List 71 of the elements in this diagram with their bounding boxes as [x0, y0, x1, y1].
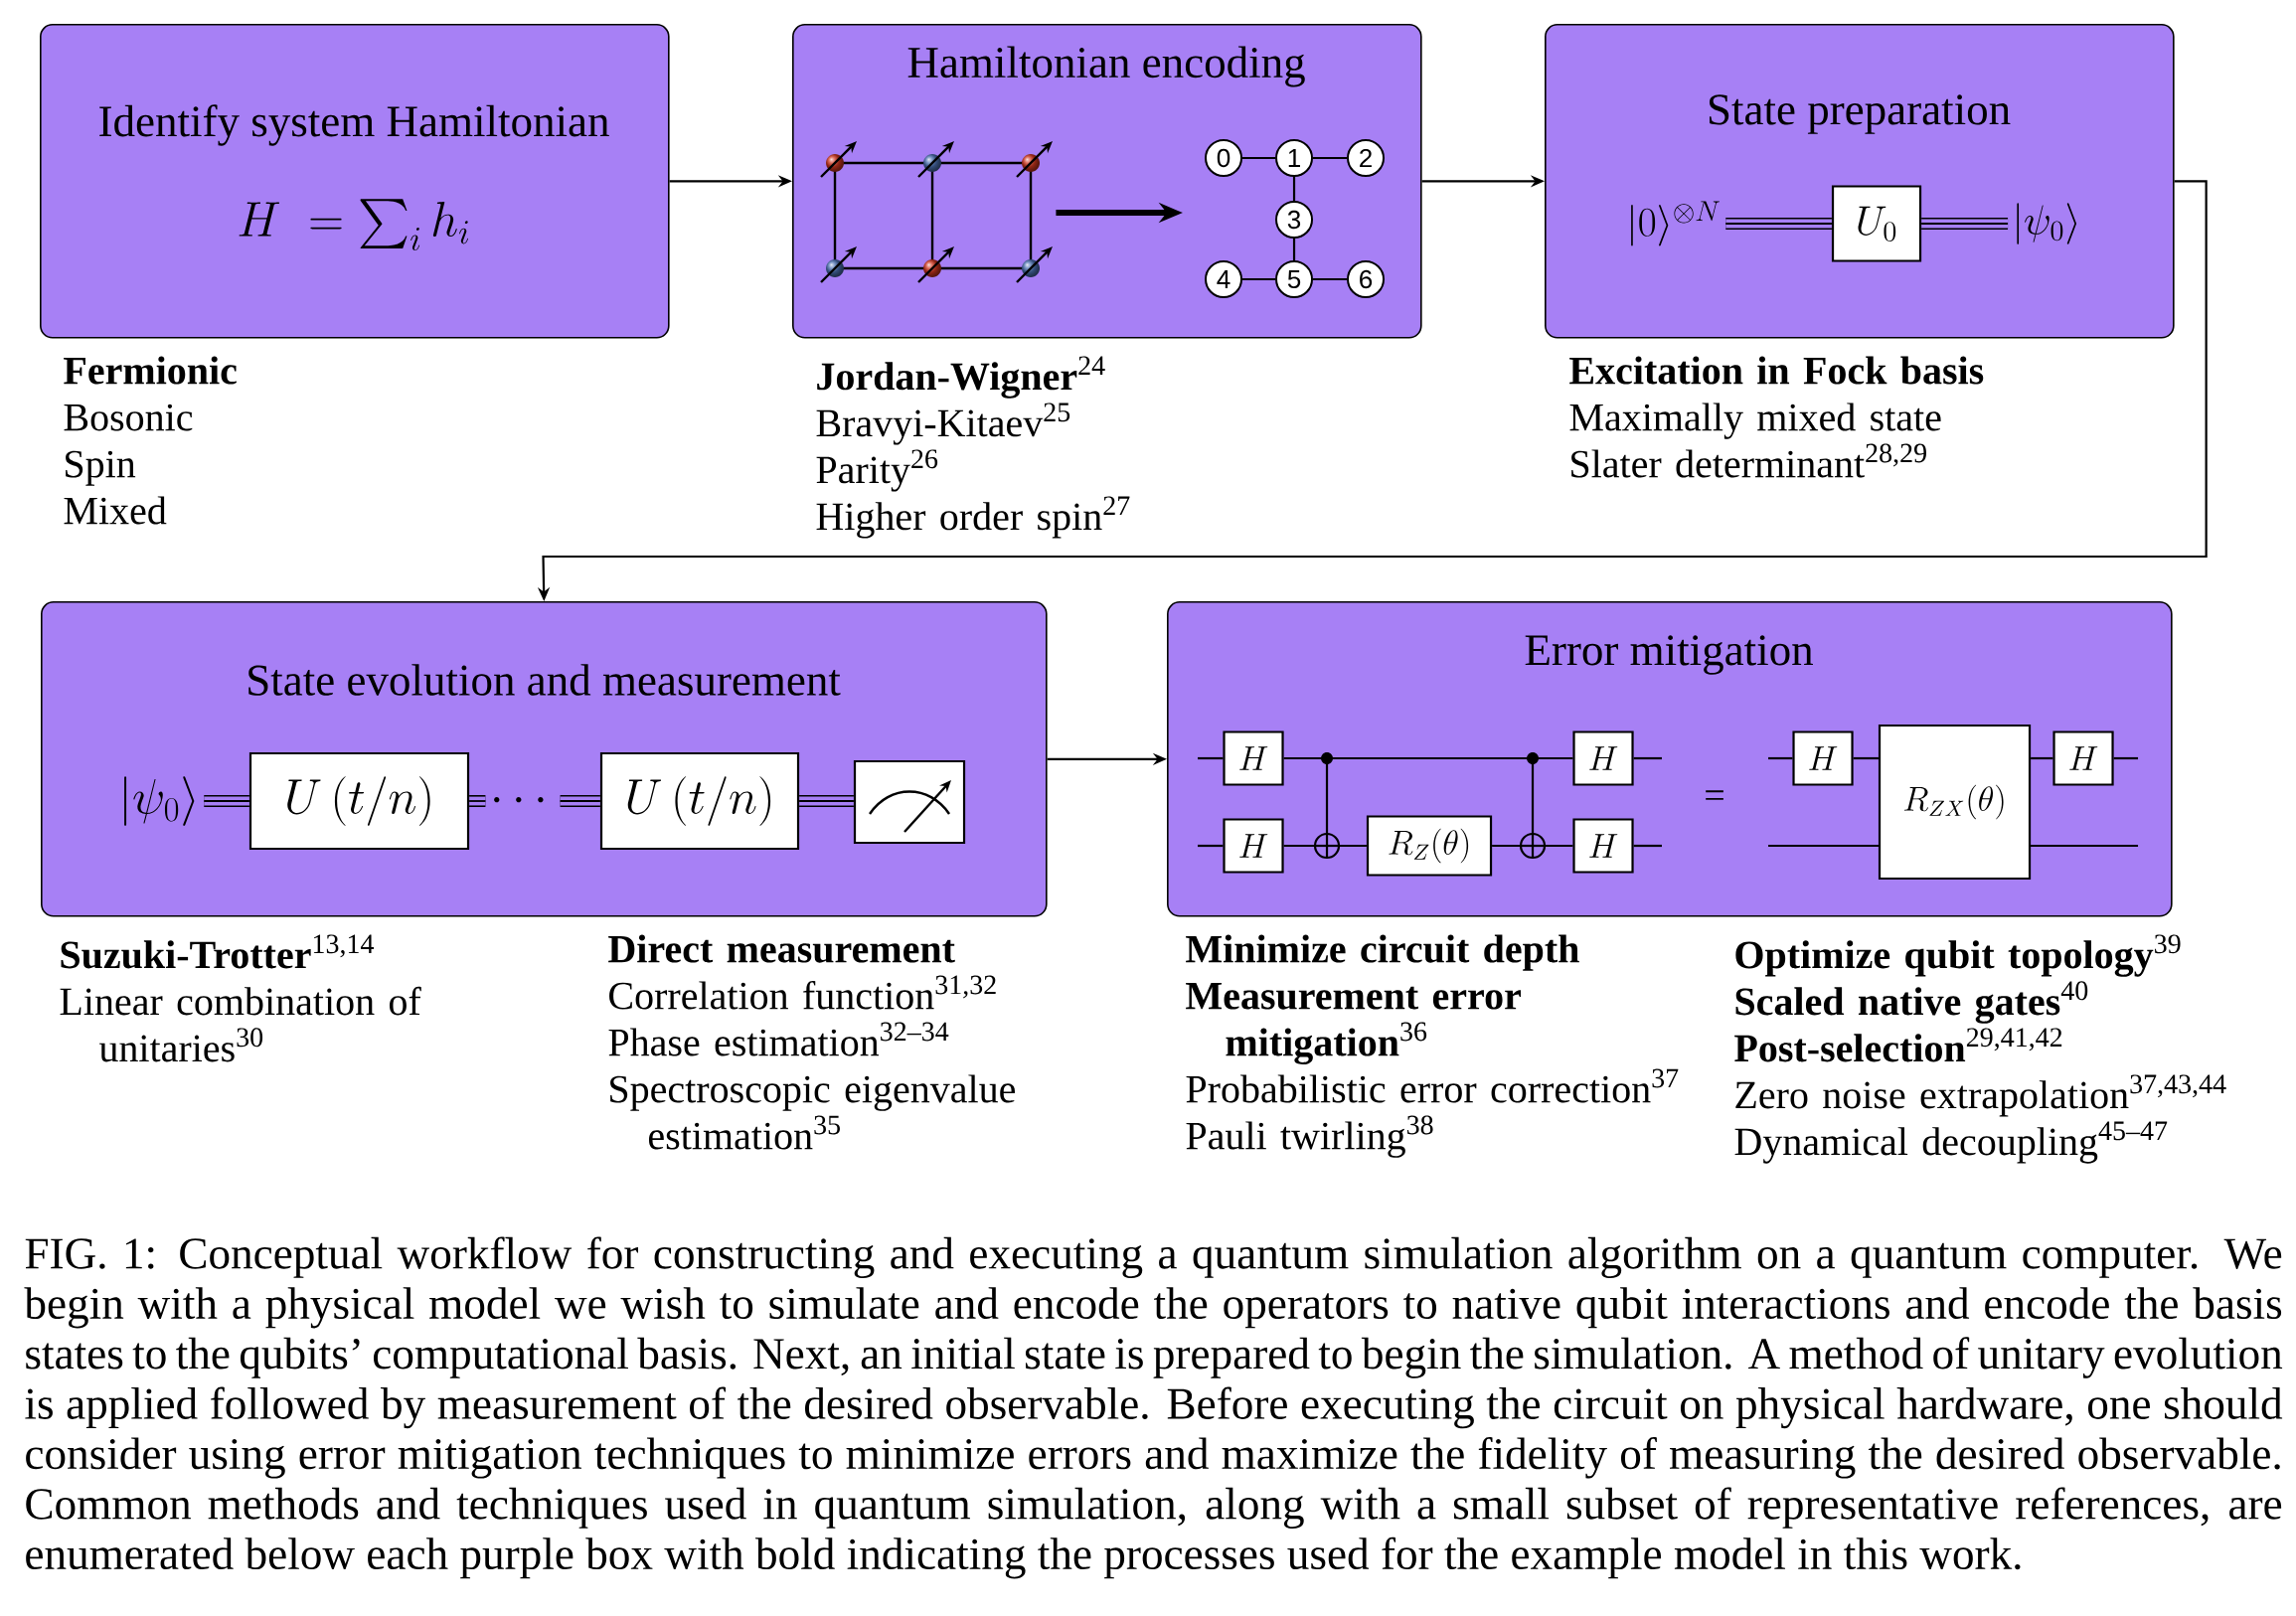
- method-item: Parity$^{26}$: [816, 449, 938, 492]
- method-item: Spin: [66, 450, 136, 486]
- gate-box: $H$: [1572, 818, 1634, 874]
- method-item: Pauli twirling$^{38}$: [1186, 1115, 1433, 1158]
- method-item: Probabilistic error correction$^{37}$: [1186, 1068, 1679, 1103]
- spin-lattice-drawing: [820, 141, 1053, 283]
- caption: FIG. 1: Conceptual workflow for constructing and executing a quantum simulation algorithm on a quantum computer. We begin with a physical model we wish to simulate and encode the operators to native qubit interactions and encode the basis states to the qubits’ computational basis. Next, an initial state is prepared to begin the simulation. A method of unitary evolution is applied followed by measurement of the desired observable. Before executing the circuit on physical hardware, one should consider using error mitigation techniques to minimize errors and maximize the fidelity of measuring the desired observable. Common methods and techniques used in quantum simulation, along with a small subset of representative references, are enumerated below each purple box with bold indicating the processes used for the example model in this work.: [24, 1236, 2283, 1579]
- ket-state: $|0\rangle^{\otimes N}$: [1631, 201, 1720, 246]
- gate-box: $U\left(t/n\right)$: [248, 751, 470, 851]
- gate-box: $H$: [1223, 730, 1284, 786]
- method-item: Measurement error mitigation$^{36}$: [1186, 982, 1521, 1064]
- measurement-meter: [853, 759, 966, 845]
- connector-line: [1313, 156, 1347, 160]
- gate-box: $H$: [1792, 730, 1854, 786]
- box-title: Hamiltonian encoding: [907, 46, 1305, 87]
- register-wire: [468, 795, 487, 807]
- method-item: Optimize qubit topology$^{39}$: [1735, 934, 2181, 977]
- connector-line: [1492, 844, 1573, 848]
- connector-line: [2031, 756, 2053, 760]
- process-box: [1545, 24, 2175, 339]
- process-box: [792, 24, 1422, 339]
- connector-line: [1292, 239, 1296, 260]
- register-wire: [1920, 218, 2009, 230]
- box-title: Identify system Hamiltonian: [99, 104, 609, 146]
- register-wire: [559, 795, 601, 807]
- gate-box: $U\left(t/n\right)$: [599, 751, 800, 851]
- method-item: Bosonic: [64, 404, 193, 431]
- register-wire: [1724, 218, 1833, 230]
- connector-line: [1313, 277, 1347, 281]
- method-item: Minimize circuit depth: [1186, 934, 1579, 971]
- method-item: Mixed: [64, 496, 167, 525]
- register-wire: [798, 795, 855, 807]
- connector-line: [1242, 277, 1276, 281]
- gate-box: $H$: [1223, 818, 1284, 874]
- method-item: Direct measurement: [608, 934, 955, 963]
- method-item: Suzuki-Trotter$^{13,14}$: [61, 934, 375, 969]
- gate-box: $H$: [1572, 730, 1634, 786]
- method-item: Maximally mixed state: [1569, 403, 1941, 439]
- method-item: Fermionic: [64, 356, 237, 385]
- method-item: Phase estimation$^{32–34}$: [608, 1022, 949, 1056]
- connector-line: [1242, 156, 1276, 160]
- method-item: Jordan-Wigner$^{24}$: [817, 356, 1105, 399]
- equals-sign: =: [1706, 790, 1723, 800]
- connector-line: [1283, 756, 1573, 760]
- method-item: Bravyi-Kitaev$^{25}$: [816, 403, 1070, 445]
- ket-state: $|\psi_0\rangle$: [124, 776, 195, 826]
- connector-line: [1283, 844, 1367, 848]
- box-title: Error mitigation: [1525, 635, 1813, 675]
- gate-box: $R_{ZX}(\theta)$: [1878, 724, 2032, 881]
- ket-state: $|\psi_0\rangle$: [2017, 203, 2076, 244]
- process-box: [40, 24, 670, 339]
- method-item: Correlation function$^{31,32}$: [609, 975, 996, 1010]
- connector-line: [1853, 756, 1879, 760]
- box-title: State evolution and measurement: [248, 664, 841, 696]
- method-item: Excitation in Fock basis: [1569, 356, 1984, 385]
- connector-line: [1292, 177, 1296, 201]
- method-item: Linear combination of unitaries$^{30}$: [60, 986, 421, 1062]
- method-item: Higher order spin$^{27}$: [816, 496, 1130, 539]
- method-item: Scaled native gates$^{40}$: [1735, 981, 2088, 1024]
- gate-box: $H$: [2052, 730, 2114, 786]
- method-item: Dynamical decoupling$^{45–47}$: [1734, 1121, 2168, 1164]
- gate-box: $R_Z(\theta)$: [1366, 815, 1493, 877]
- box-title: State preparation: [1710, 94, 2011, 134]
- method-item: Slater determinant$^{28,29}$: [1571, 443, 1926, 478]
- method-item: Post-selection$^{29,41,42}$: [1734, 1028, 2062, 1062]
- formula: $H \;= \sum_i h_i$: [239, 199, 468, 251]
- ellipsis: $\cdots$: [494, 797, 544, 803]
- method-item: Zero noise extrapolation$^{37,43,44}$: [1735, 1074, 2226, 1117]
- register-wire: [203, 795, 250, 807]
- gate-box: $U_0$: [1831, 185, 1922, 262]
- method-item: Spectroscopic eigenvalue estimation$^{35}$: [610, 1074, 1016, 1150]
